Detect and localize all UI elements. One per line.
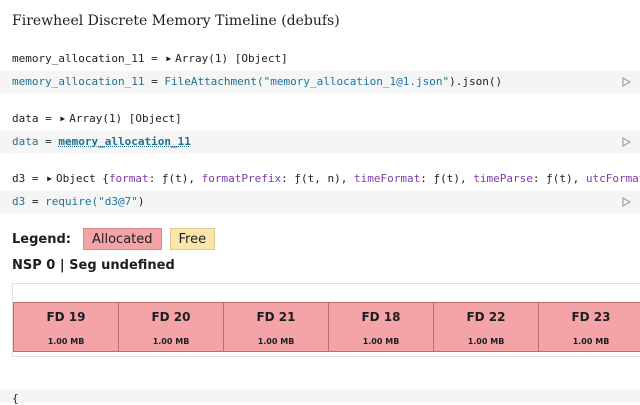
equals-sign: =: [38, 135, 59, 148]
legend-allocated: Allocated: [82, 228, 162, 250]
triangle-right-icon[interactable]: ▶: [47, 174, 52, 183]
equals-sign: =: [38, 112, 59, 125]
timeline-heading: NSP 0 | Seg undefined: [12, 258, 175, 273]
play-icon[interactable]: [622, 137, 631, 147]
memory-block[interactable]: FD 18 1.00 MB: [328, 302, 434, 352]
output-var-name: memory_allocation_11: [12, 52, 145, 65]
code-reference-link[interactable]: memory_allocation_11: [58, 135, 191, 148]
memory-block[interactable]: FD 21 1.00 MB: [223, 302, 329, 352]
object-key: utcFormat: [585, 172, 640, 185]
output-value[interactable]: Array(1) [Object]: [175, 52, 288, 65]
code-line[interactable]: memory_allocation_11 = FileAttachment("m…: [12, 71, 502, 93]
object-entries: format: ƒ(t), formatPrefix: ƒ(t, n), tim…: [109, 172, 640, 185]
cell-output[interactable]: data = ▶Array(1) [Object]: [12, 111, 640, 127]
code-var-name: data: [12, 135, 39, 148]
output-value[interactable]: Array(1) [Object]: [69, 112, 182, 125]
memory-block-size: 1.00 MB: [152, 337, 190, 346]
memory-block-label: FD 23: [571, 310, 611, 324]
memory-block[interactable]: FD 23 1.00 MB: [538, 302, 640, 352]
code-var-name: d3: [12, 195, 26, 208]
code-cell[interactable]: d3 = require("d3@7"): [0, 191, 640, 213]
play-icon[interactable]: [622, 77, 631, 87]
triangle-right-icon[interactable]: ▶: [166, 54, 172, 63]
legend-free: Free: [169, 228, 216, 250]
page-title: Firewheel Discrete Memory Timeline (debu…: [12, 13, 340, 29]
memory-block[interactable]: FD 20 1.00 MB: [118, 302, 224, 352]
object-key: timeParse: [473, 172, 533, 185]
code-var-name: memory_allocation_11: [12, 75, 145, 88]
memory-block-label: FD 21: [256, 310, 296, 324]
code-cell[interactable]: memory_allocation_11 = FileAttachment("m…: [0, 71, 640, 93]
cell-output[interactable]: memory_allocation_11 = ▶Array(1) [Object…: [12, 51, 640, 67]
output-prefix[interactable]: Object {: [55, 172, 109, 185]
memory-block[interactable]: FD 22 1.00 MB: [433, 302, 539, 352]
memory-block-label: FD 19: [46, 310, 86, 324]
code-line[interactable]: data = memory_allocation_11: [12, 131, 191, 153]
code-line[interactable]: d3 = require("d3@7"): [12, 191, 144, 213]
memory-block-size: 1.00 MB: [572, 337, 610, 346]
code-tail: ): [137, 195, 145, 208]
code-line[interactable]: {: [12, 392, 19, 405]
code-cell[interactable]: {: [0, 389, 640, 405]
output-var-name: d3: [12, 172, 26, 185]
object-value: : ƒ(t, n),: [281, 172, 355, 185]
code-call: require(: [45, 195, 99, 208]
equals-sign: =: [25, 172, 46, 185]
memory-block-label: FD 18: [361, 310, 401, 324]
equals-sign: =: [144, 52, 165, 65]
play-icon[interactable]: [622, 197, 631, 207]
object-key: format: [108, 172, 149, 185]
code-tail: ).json(): [449, 75, 503, 88]
triangle-right-icon[interactable]: ▶: [60, 114, 66, 123]
object-value: : ƒ(t),: [532, 172, 586, 185]
legend-title: Legend:: [12, 231, 71, 247]
memory-block-label: FD 22: [466, 310, 506, 324]
memory-block-size: 1.00 MB: [257, 337, 295, 346]
legend: Legend: Allocated Free: [12, 227, 223, 251]
output-var-name: data: [12, 112, 39, 125]
object-value: : ƒ(t),: [420, 172, 474, 185]
object-key: timeFormat: [354, 172, 421, 185]
object-value: : ƒ(t),: [148, 172, 202, 185]
memory-block-size: 1.00 MB: [467, 337, 505, 346]
memory-block-label: FD 20: [151, 310, 191, 324]
memory-block-size: 1.00 MB: [362, 337, 400, 346]
code-string: "d3@7": [98, 195, 138, 208]
code-string: "memory_allocation_1@1.json": [263, 75, 450, 88]
code-call: FileAttachment(: [164, 75, 264, 88]
code-cell[interactable]: data = memory_allocation_11: [0, 131, 640, 153]
equals-sign: =: [25, 195, 46, 208]
memory-block-size: 1.00 MB: [47, 337, 85, 346]
object-key: formatPrefix: [201, 172, 282, 185]
equals-sign: =: [144, 75, 165, 88]
cell-output[interactable]: d3 = ▶Object {format: ƒ(t), formatPrefix…: [12, 171, 640, 187]
memory-block[interactable]: FD 19 1.00 MB: [13, 302, 119, 352]
